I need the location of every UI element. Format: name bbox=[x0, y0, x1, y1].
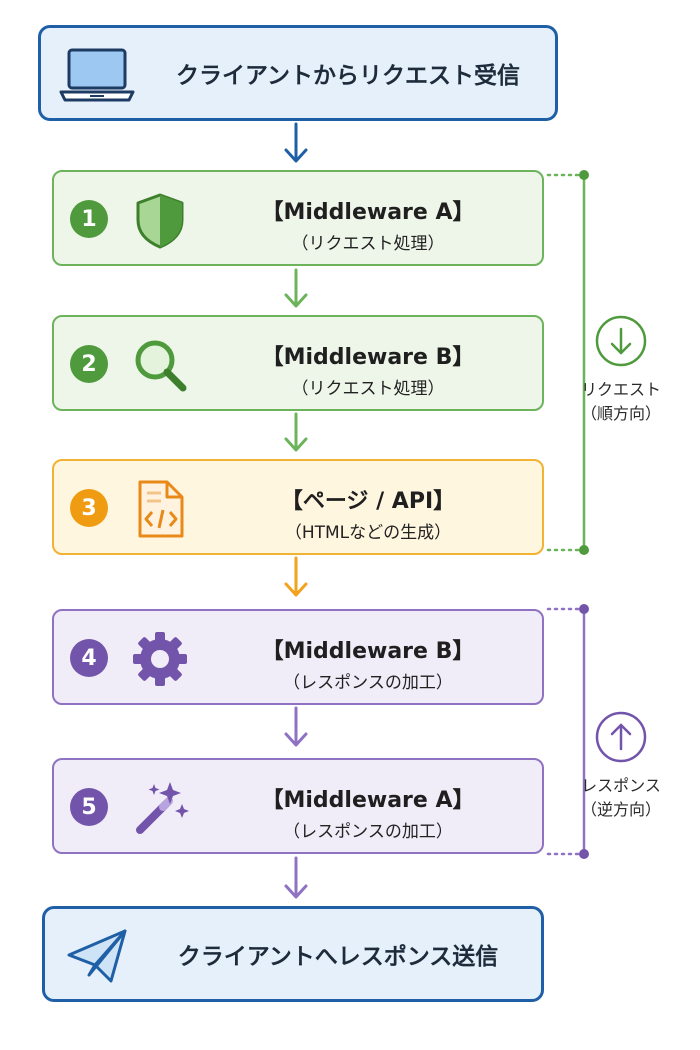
shield-icon bbox=[136, 193, 184, 249]
step-subtitle: （レスポンスの加工） bbox=[283, 822, 453, 842]
end-label: クライアントへレスポンス送信 bbox=[177, 944, 499, 970]
step-number: 4 bbox=[70, 639, 108, 677]
step-number: 5 bbox=[70, 788, 108, 826]
arrow-down-icon bbox=[595, 315, 647, 367]
step-title: 【Middleware A】 bbox=[261, 200, 475, 225]
arrow-2-to-3 bbox=[284, 412, 308, 452]
step-number: 1 bbox=[70, 200, 108, 238]
start-label: クライアントからリクエスト受信 bbox=[175, 63, 521, 89]
magic-wand-icon bbox=[136, 782, 189, 834]
step-2-middleware-b-request: 2 【Middleware B】 （リクエスト処理） bbox=[52, 315, 544, 411]
request-flow-line1: リクエスト bbox=[580, 380, 661, 399]
response-flow-label: レスポンス （逆方向） bbox=[566, 774, 676, 822]
step-title: 【Middleware B】 bbox=[261, 345, 475, 370]
response-bracket bbox=[546, 604, 589, 859]
step-5-middleware-a-response: 5 【Middleware A】 （レスポンスの加工） bbox=[52, 758, 544, 854]
paper-plane-icon bbox=[67, 929, 127, 983]
step-title: 【Middleware B】 bbox=[261, 639, 475, 664]
step-number: 2 bbox=[70, 345, 108, 383]
step-title: 【Middleware A】 bbox=[261, 788, 475, 813]
step-subtitle: （HTMLなどの生成） bbox=[284, 523, 452, 543]
step-1-middleware-a-request: 1 【Middleware A】 （リクエスト処理） bbox=[52, 170, 544, 266]
laptop-icon bbox=[59, 48, 135, 102]
start-box: クライアントからリクエスト受信 bbox=[38, 25, 558, 121]
step-subtitle: （リクエスト処理） bbox=[291, 234, 445, 254]
end-box: クライアントへレスポンス送信 bbox=[42, 906, 544, 1002]
arrow-up-icon bbox=[595, 711, 647, 763]
step-subtitle: （リクエスト処理） bbox=[291, 379, 445, 399]
step-number: 3 bbox=[70, 489, 108, 527]
code-file-icon bbox=[138, 480, 184, 538]
request-flow-line2: （順方向） bbox=[580, 404, 661, 423]
arrow-5-to-end bbox=[284, 856, 308, 899]
arrow-start-to-1 bbox=[284, 122, 308, 163]
step-3-page-api: 3 【ページ / API】 （HTMLなどの生成） bbox=[52, 459, 544, 555]
request-bracket bbox=[546, 170, 589, 555]
magnifier-icon bbox=[135, 340, 187, 392]
gear-icon bbox=[133, 632, 187, 686]
arrow-4-to-5 bbox=[284, 706, 308, 747]
step-4-middleware-b-response: 4 【Middleware B】 （レスポンスの加工） bbox=[52, 609, 544, 705]
step-subtitle: （レスポンスの加工） bbox=[283, 673, 453, 693]
request-flow-label: リクエスト （順方向） bbox=[566, 378, 676, 426]
arrow-1-to-2 bbox=[284, 268, 308, 308]
arrow-3-to-4 bbox=[284, 556, 308, 597]
response-flow-line1: レスポンス bbox=[581, 776, 661, 795]
response-flow-line2: （逆方向） bbox=[580, 800, 661, 819]
step-title: 【ページ / API】 bbox=[280, 489, 456, 514]
